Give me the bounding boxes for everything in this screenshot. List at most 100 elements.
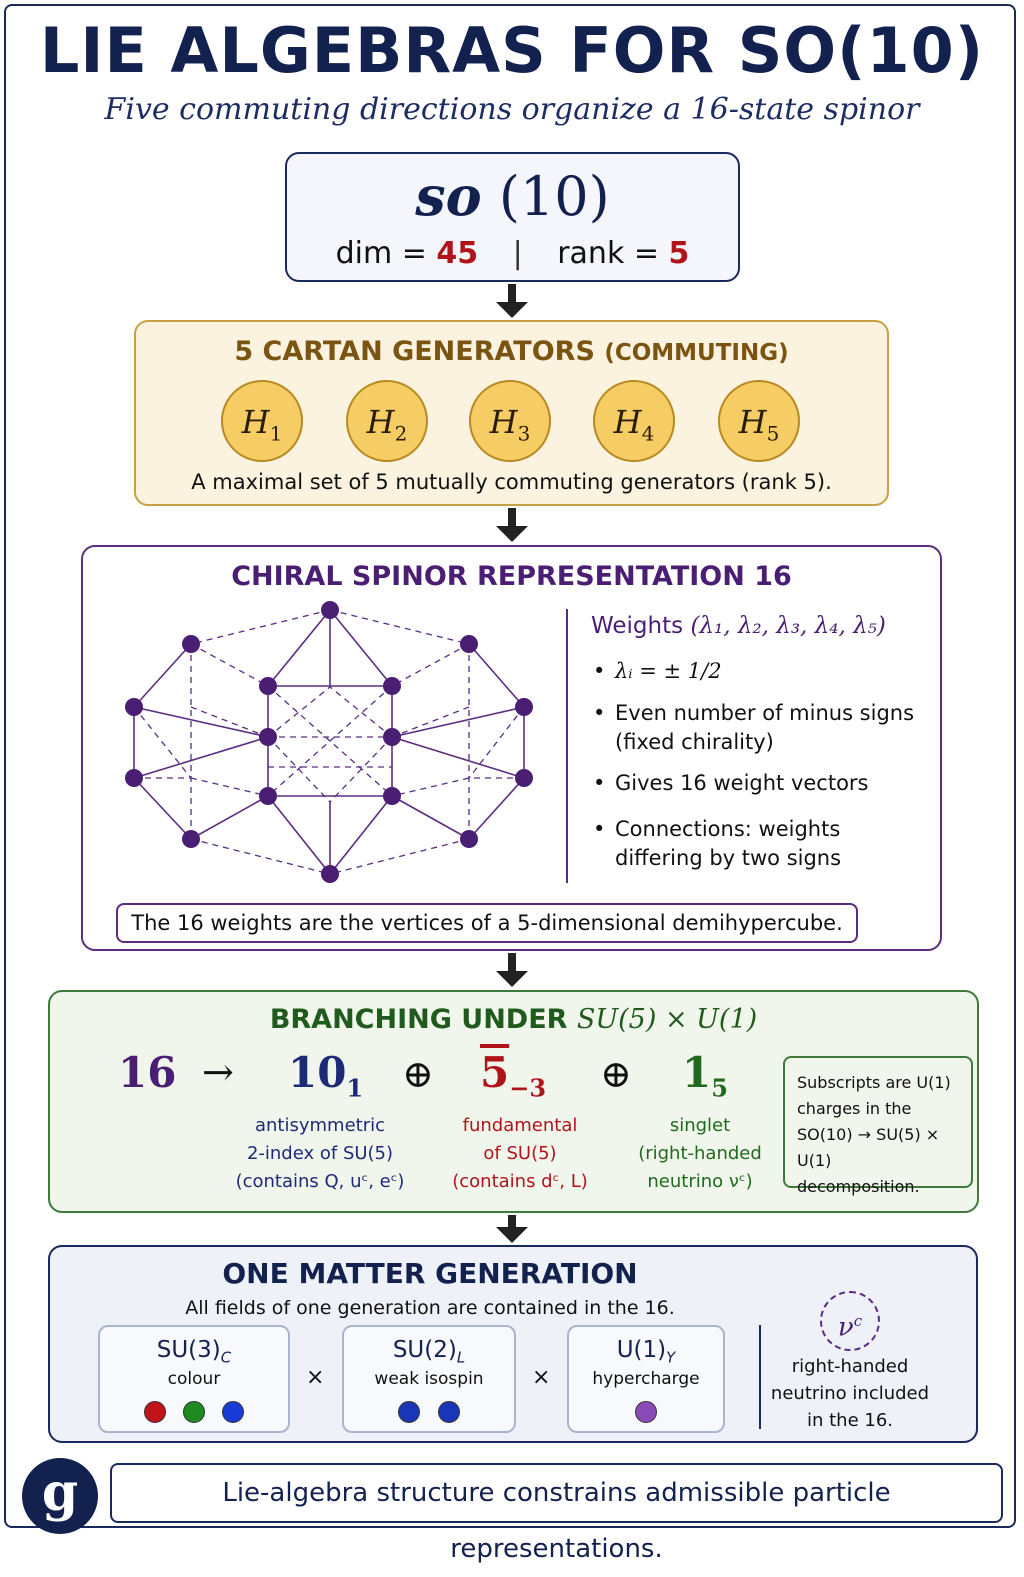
graph-vertex (259, 677, 277, 695)
cartan-generator-4: H4 (593, 380, 675, 462)
branching-box: BRANCHING UNDER SU(5) × U(1) 16 → 101 ⊕ … (48, 990, 979, 1213)
oplus-symbol: ⊕ (402, 1052, 434, 1096)
group-su2: SU(2)L weak isospin (342, 1325, 516, 1433)
source-rep: 16 (118, 1048, 177, 1097)
graph-vertex (515, 698, 533, 716)
graph-vertex (182, 635, 200, 653)
graph-edge-dashed (190, 643, 269, 687)
hypercharge-dot (635, 1400, 657, 1423)
dim-label: dim = (335, 236, 437, 271)
graph-edge (391, 736, 525, 779)
weights-tuple: (λ₁, λ₂, λ₃, λ₄, λ₅) (690, 613, 886, 639)
cartan-note: A maximal set of 5 mutually commuting ge… (191, 470, 832, 494)
weight-bullet: •λᵢ = ± 1/2 (593, 659, 722, 683)
rank-label: rank = (557, 236, 669, 271)
graph-edge-dashed (133, 706, 192, 779)
graph-edge (190, 795, 269, 840)
stats-separator: | (512, 236, 523, 271)
graph-vertex (321, 601, 339, 619)
colour-dot-blue (222, 1400, 245, 1423)
graph-vertex (125, 698, 143, 716)
spinor-heading: CHIRAL SPINOR REPRESENTATION 16 (231, 561, 792, 592)
cartan-heading-suffix: (COMMUTING) (604, 340, 789, 366)
dim-value: 45 (436, 236, 479, 271)
cartan-heading-text: 5 CARTAN GENERATORS (234, 336, 595, 367)
page-title: LIE ALGEBRAS FOR SO(10) (39, 14, 985, 87)
group-u1: U(1)Y hypercharge (567, 1325, 725, 1433)
graph-vertex (383, 677, 401, 695)
rep-5bar: 5−3 (480, 1048, 547, 1103)
graph-vertex (460, 830, 478, 848)
rep-1-description: singlet (right-handed neutrino νᶜ) (638, 1115, 762, 1192)
graph-edge (133, 643, 192, 708)
graph-vertex (383, 787, 401, 805)
graph-edge-dashed (391, 706, 470, 738)
graph-edge (329, 795, 393, 875)
isospin-dot (437, 1400, 460, 1423)
graph-edge (267, 795, 331, 875)
group-su3: SU(3)C colour (98, 1325, 290, 1433)
rep-5bar-description: fundamental of SU(5) (contains dᶜ, L) (452, 1115, 588, 1192)
times-symbol: × (306, 1365, 325, 1390)
graph-edge-dashed (468, 706, 525, 779)
cartan-box: 5 CARTAN GENERATORS (COMMUTING) H1 H2 H3… (134, 320, 889, 506)
neutrino-icon: νc (820, 1291, 880, 1351)
rank-value: 5 (668, 236, 690, 271)
page-subtitle: Five commuting directions organize a 16-… (104, 92, 920, 127)
isospin-dot (398, 1400, 421, 1423)
cartan-generator-5: H5 (718, 380, 800, 462)
spinor-divider (566, 609, 568, 883)
graph-edge-dashed (329, 838, 470, 875)
generation-box: ONE MATTER GENERATION All fields of one … (48, 1245, 978, 1443)
colour-dot-red (143, 1400, 166, 1423)
flow-arrow-shaft (508, 508, 516, 528)
graph-vertex (321, 865, 339, 883)
cartan-generator-2: H2 (346, 380, 428, 462)
graph-edge-dashed (190, 838, 331, 875)
generation-divider (759, 1325, 761, 1429)
graph-edge (133, 706, 269, 738)
graph-edge-dashed (267, 685, 393, 797)
graph-vertex (460, 635, 478, 653)
graph-edge-dashed (391, 643, 470, 687)
spinor-box: CHIRAL SPINOR REPRESENTATION 16 (81, 545, 942, 951)
cartan-heading: 5 CARTAN GENERATORS (COMMUTING) (136, 336, 887, 367)
graph-vertex (259, 728, 277, 746)
flow-arrow-icon (496, 302, 528, 318)
graph-edge (468, 777, 525, 840)
colour-dot-green (183, 1400, 205, 1423)
branch-arrow: → (202, 1050, 234, 1094)
oplus-symbol: ⊕ (600, 1052, 632, 1096)
graph-edge-dashed (267, 686, 331, 738)
flow-arrow-icon (496, 1227, 528, 1243)
weight-bullet: •Gives 16 weight vectors (593, 771, 869, 795)
footer-caption: Lie-algebra structure constrains admissi… (110, 1463, 1003, 1564)
graph-edge-dashed (391, 777, 470, 797)
graph-vertex (383, 728, 401, 746)
flow-arrow-shaft (508, 284, 516, 304)
rep-10: 101 (288, 1048, 364, 1103)
algebra-box: so (10) dim = 45 | rank = 5 (285, 152, 740, 282)
graph-edge-dashed (190, 609, 331, 645)
algebra-name: so (10) (287, 164, 738, 228)
cartan-generator-3: H3 (469, 380, 551, 462)
algebra-argument: (10) (498, 165, 610, 228)
graph-edge-dashed (329, 609, 470, 645)
weights-title: Weights (λ₁, λ₂, λ₃, λ₄, λ₅) (591, 613, 886, 639)
flow-arrow-shaft (508, 953, 516, 973)
graph-vertex (125, 769, 143, 787)
algebra-stats: dim = 45 | rank = 5 (287, 236, 738, 271)
graph-vertex (515, 769, 533, 787)
graph-vertex (182, 830, 200, 848)
graph-edge-dashed (329, 736, 393, 803)
graph-edge-dashed (329, 686, 393, 738)
branching-sidenote: Subscripts are U(1) charges in the SO(10… (783, 1056, 973, 1196)
graph-vertex (259, 787, 277, 805)
neutrino-note: right-handed neutrino included in the 16… (770, 1356, 930, 1431)
graph-edge (267, 609, 331, 687)
graph-edge (468, 643, 525, 708)
flow-arrow-icon (496, 526, 528, 542)
generation-subheading: All fields of one generation are contain… (185, 1297, 675, 1319)
cartan-generator-1: H1 (221, 380, 303, 462)
